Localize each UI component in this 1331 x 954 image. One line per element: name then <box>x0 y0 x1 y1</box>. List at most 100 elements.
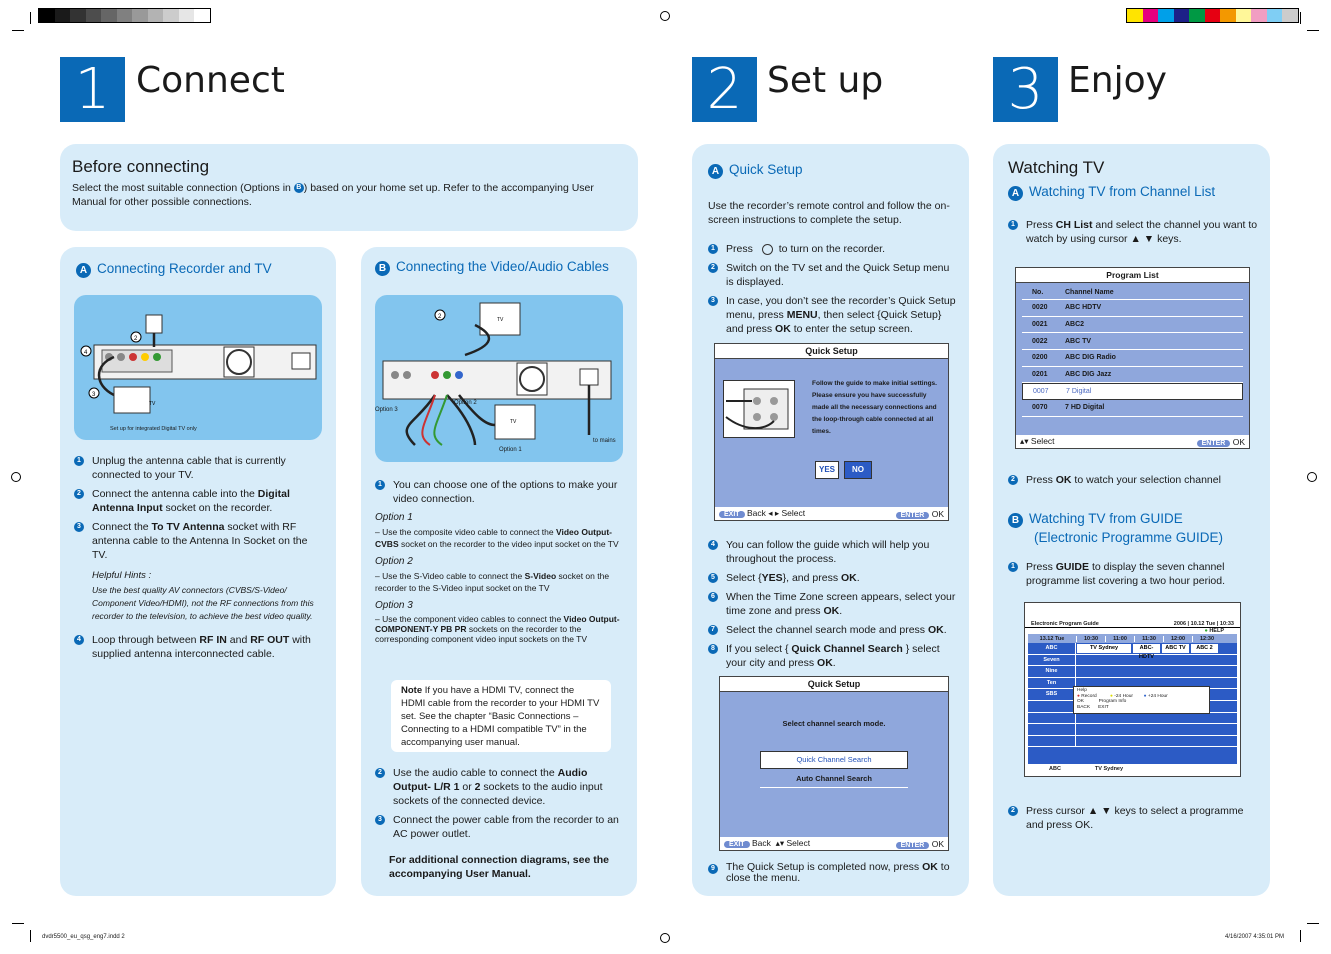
svg-text:TV: TV <box>149 401 156 407</box>
svg-text:TV: TV <box>497 317 504 323</box>
epg-program-cell: ABC-HDTV <box>1132 643 1161 660</box>
no-button[interactable]: NO <box>844 461 872 479</box>
auto-channel-search-option[interactable]: Auto Channel Search <box>760 772 908 788</box>
epg-row[interactable]: Nine <box>1028 666 1237 678</box>
program-list-header: No.Channel Name <box>1022 286 1243 300</box>
program-list-bar: ▴▾ Select ENTER OK <box>1016 435 1249 448</box>
epg-time-slot: 11:00 <box>1105 635 1134 642</box>
color-swatch <box>1158 9 1174 22</box>
color-swatch <box>85 9 101 22</box>
color-swatch <box>1282 9 1298 22</box>
option-2-text: – Use the S-Video cable to connect the S… <box>375 571 610 593</box>
epg-channel-name <box>1028 735 1076 747</box>
recorder-diagram-svg: TV 2 4 3 <box>80 314 317 414</box>
power-icon <box>761 243 773 255</box>
connector-diagram <box>723 380 795 438</box>
epg-help-box: Help ● Record ● -24 Hour ● +24 Hour OK P… <box>1073 686 1210 714</box>
svg-text:2: 2 <box>438 314 442 320</box>
epg-channel-name: Nine <box>1028 666 1076 677</box>
color-swatch <box>1235 9 1251 22</box>
epg-row[interactable]: Seven <box>1028 654 1237 667</box>
diagram-caption: Set up for integrated Digital TV only <box>110 426 197 432</box>
svg-text:4: 4 <box>84 350 88 356</box>
color-swatch <box>163 9 179 22</box>
color-swatch <box>70 9 86 22</box>
color-swatch <box>1251 9 1267 22</box>
epg-channel-name <box>1028 712 1076 724</box>
registration-mark-icon <box>11 472 21 482</box>
option-2-title: Option 2 <box>375 556 413 567</box>
quick-channel-search-option[interactable]: Quick Channel Search <box>760 751 908 769</box>
epg-program-cell: ABC 2 <box>1190 643 1219 654</box>
epg-program-cell: ABC TV <box>1161 643 1190 654</box>
epg-time-slot: 12:30 <box>1192 635 1221 642</box>
registration-mark-icon <box>1307 472 1317 482</box>
color-swatch <box>1173 9 1189 22</box>
registration-mark-icon <box>660 933 670 943</box>
color-swatch <box>54 9 70 22</box>
color-colorbar <box>1126 8 1299 23</box>
option-1-title: Option 1 <box>375 512 413 523</box>
color-swatch <box>1266 9 1282 22</box>
epg-channel-name: ABC <box>1028 643 1076 654</box>
video-cables-svg: TV TV 2 <box>382 302 612 446</box>
epg-row[interactable] <box>1028 735 1237 748</box>
epg-row[interactable] <box>1028 712 1237 725</box>
color-swatch <box>1204 9 1220 22</box>
option-2-label: Option 2 <box>454 400 477 406</box>
color-swatch <box>1220 9 1236 22</box>
color-swatch <box>132 9 148 22</box>
epg-time-slot: 12:00 <box>1163 635 1192 642</box>
section-number-2: 2 <box>692 57 757 122</box>
grayscale-colorbar <box>38 8 211 23</box>
to-mains-label: to mains <box>593 438 616 444</box>
color-swatch <box>178 9 194 22</box>
footer-date: 4/16/2007 4:35:01 PM <box>1225 934 1285 940</box>
before-connecting-title: Before connecting <box>72 157 210 176</box>
color-swatch <box>1142 9 1158 22</box>
epg-time-slot: 11:30 <box>1134 635 1163 642</box>
quick-setup-screen-1: Quick Setup Follow the guide to make ini… <box>714 343 949 521</box>
svg-text:3: 3 <box>92 392 96 398</box>
epg-title: Electronic Program Guide <box>1031 621 1099 627</box>
section-title-setup: Set up <box>767 60 884 101</box>
color-swatch <box>147 9 163 22</box>
epg-day: 13.12 Tue <box>1039 635 1065 642</box>
epg-channel-name: SBS <box>1028 689 1076 700</box>
option-3-label: Option 3 <box>375 407 398 413</box>
option-3-title: Option 3 <box>375 600 413 611</box>
helpful-hints-text: Use the best quality AV connectors (CVBS… <box>92 585 314 621</box>
epg-row[interactable] <box>1028 724 1237 736</box>
svg-text:TV: TV <box>510 419 517 425</box>
yes-button[interactable]: YES <box>815 461 839 479</box>
epg-screen: Electronic Program Guide 2006 | 10.12 Tu… <box>1024 602 1241 777</box>
color-swatch <box>116 9 132 22</box>
quick-setup-screen-2: Quick Setup Select channel search mode. … <box>719 676 949 851</box>
option-1-text: – Use the composite video cable to conne… <box>375 527 619 549</box>
screen-2-text: Select channel search mode. <box>782 719 886 728</box>
color-swatch <box>1127 9 1143 22</box>
